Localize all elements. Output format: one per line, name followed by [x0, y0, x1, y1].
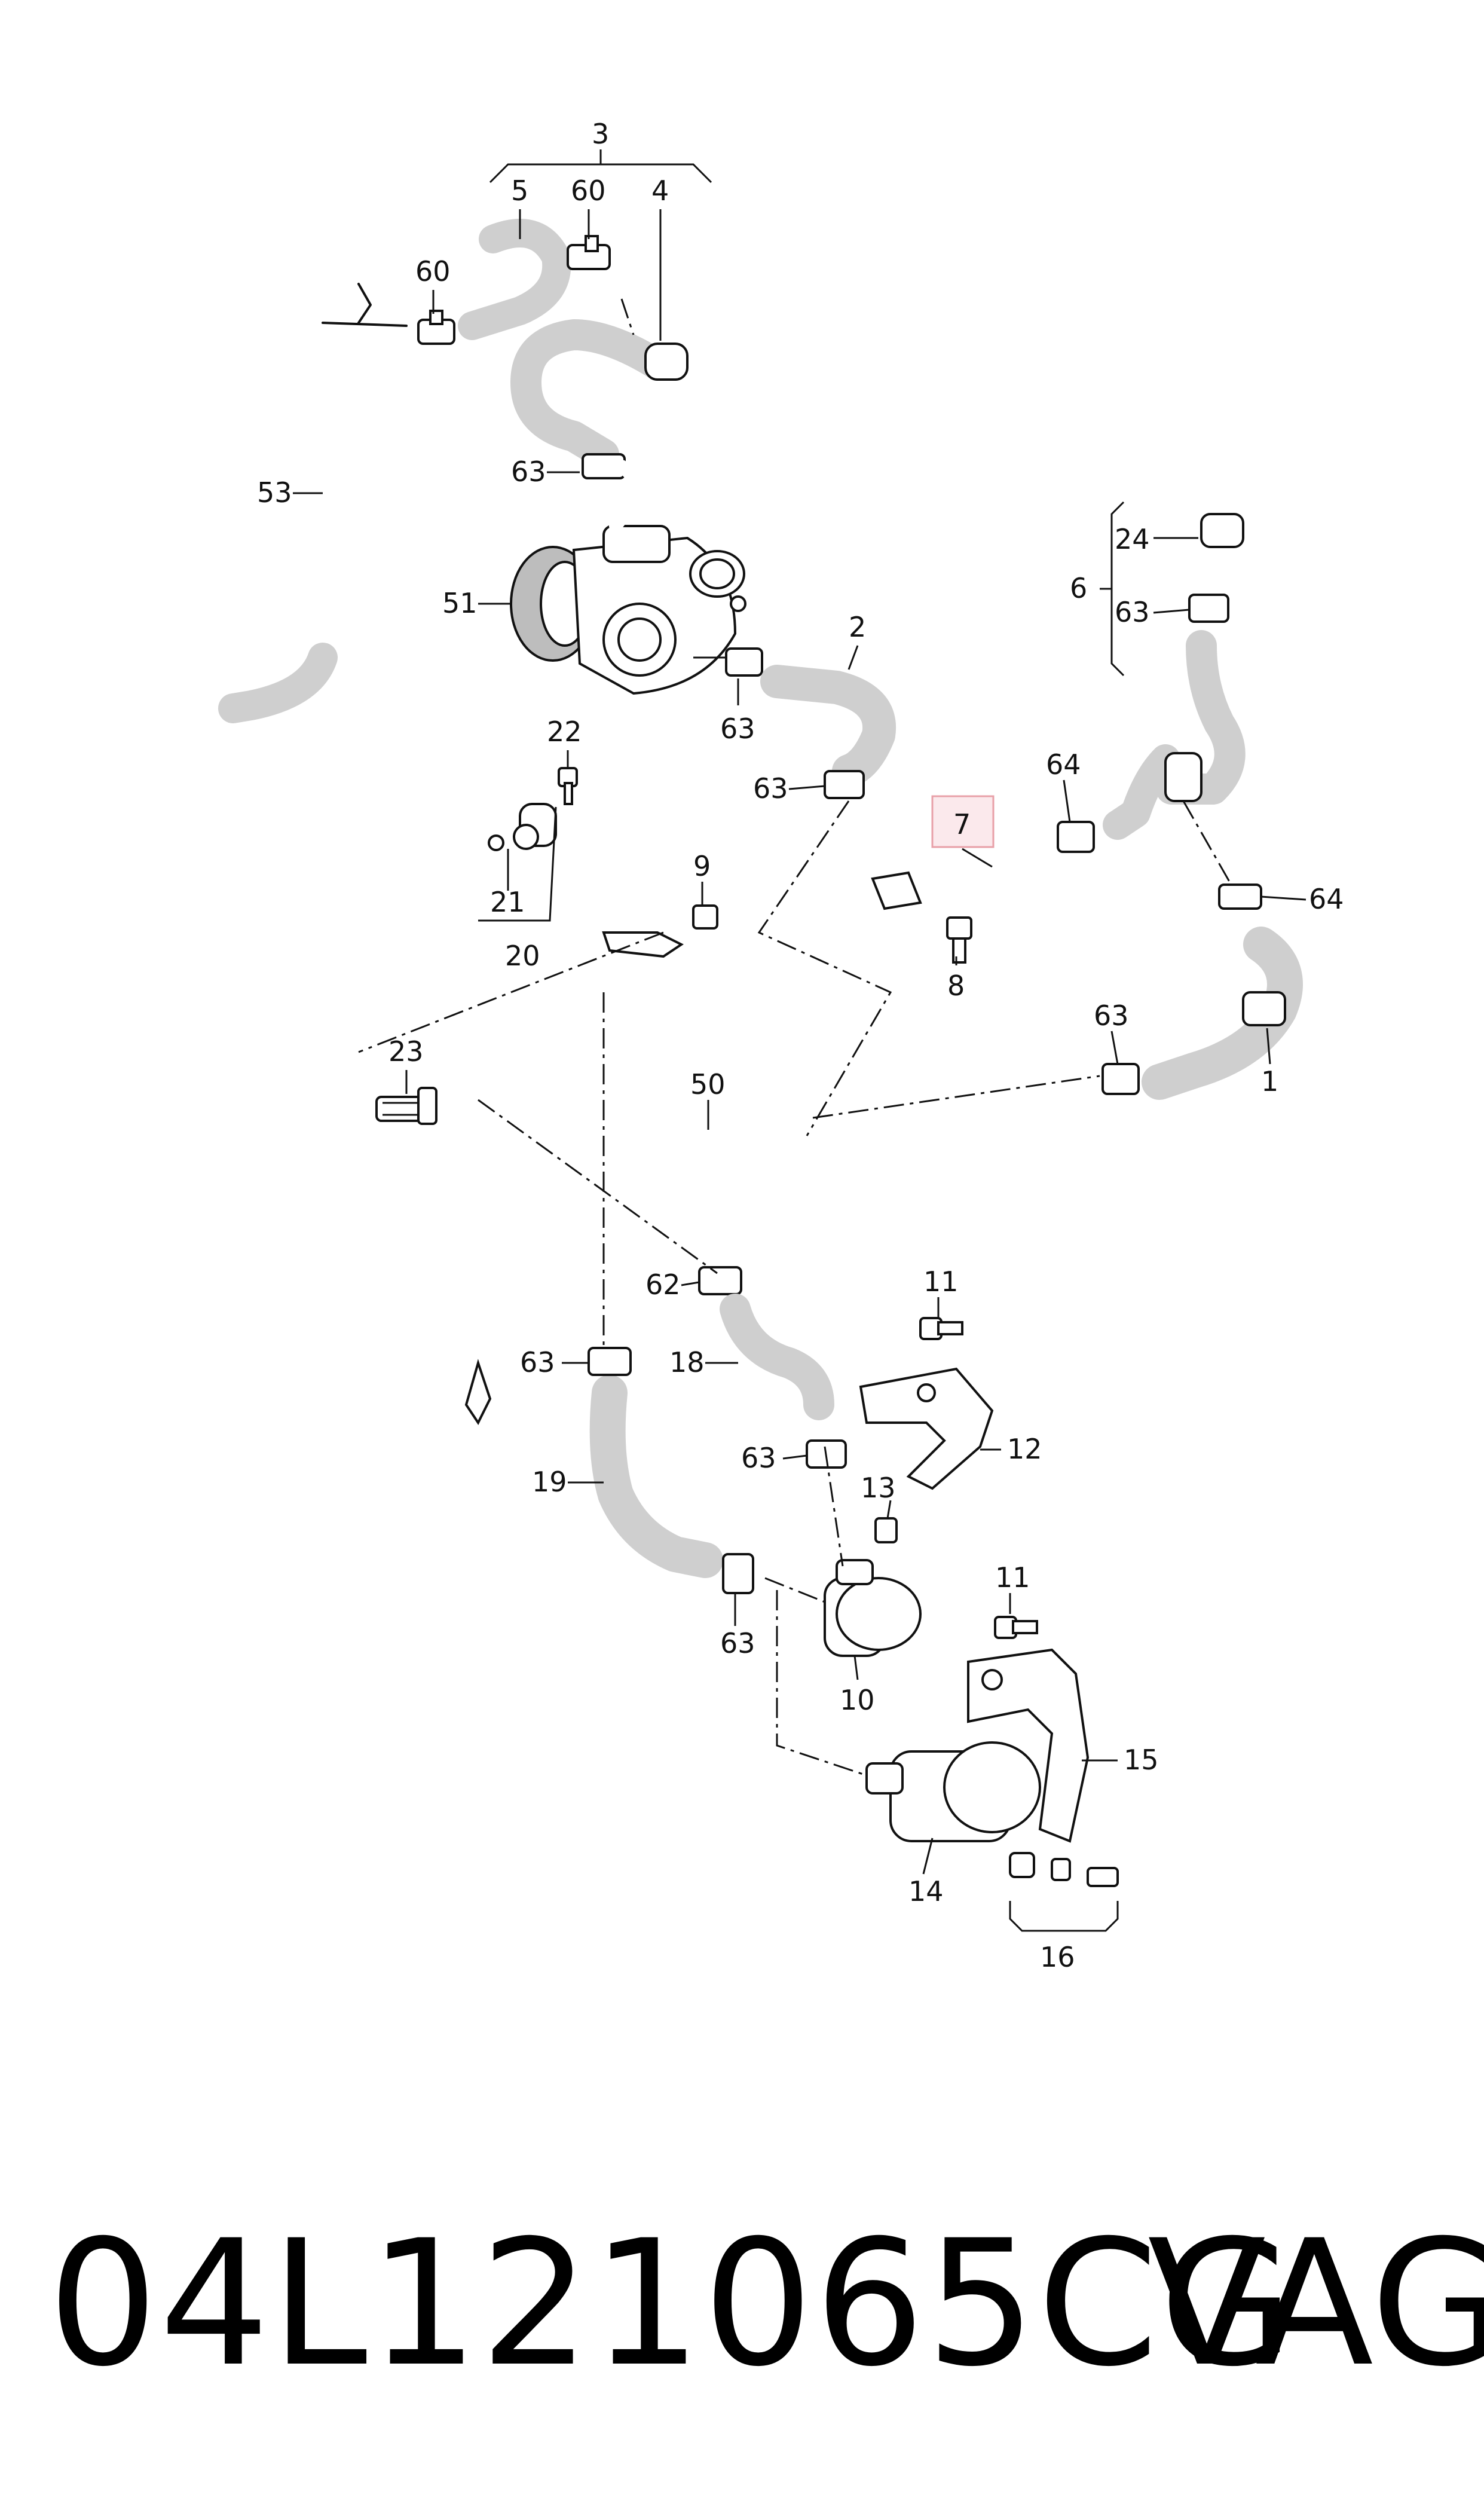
hose-4: [510, 319, 689, 470]
callout-63-f: 63: [741, 1442, 776, 1474]
brand-name: VAG: [1148, 2203, 1484, 2405]
hose-2: [760, 665, 896, 788]
pump-14: [865, 1741, 1041, 1842]
part-number: 04L121065CG: [48, 2203, 1295, 2405]
pipe-50: [411, 1128, 815, 1425]
callout-19: 19: [532, 1466, 567, 1498]
callout-13: 13: [861, 1472, 896, 1504]
clip-63-left-lower: [588, 1347, 632, 1376]
connector-lines: [358, 298, 1232, 1777]
clip-63-hose1: [1101, 1063, 1140, 1095]
fasteners-16: [1009, 1852, 1119, 1932]
pump-10: [824, 1559, 922, 1657]
bolt-11-upper: [919, 1317, 963, 1340]
clip-63-hose2: [824, 770, 865, 799]
callout-63-g-left: 63: [520, 1346, 555, 1378]
exploded-parts-diagram: 3 5 60 4 60 53 63 51 2 63 22 63 21 20 9 …: [218, 118, 1344, 1973]
callout-63-e: 63: [1094, 999, 1129, 1032]
leader-lines: [293, 209, 1306, 1875]
hose-18: [720, 1294, 834, 1420]
callout-23: 23: [388, 1035, 424, 1068]
callout-64-a: 64: [1046, 748, 1081, 781]
clip-13: [874, 1517, 898, 1543]
callout-3: 3: [592, 118, 609, 150]
hose-upper-right: [1103, 630, 1246, 840]
callout-11-b: 11: [995, 1561, 1030, 1594]
bolt-23: [375, 1087, 437, 1125]
pipe-7-main: [589, 751, 1042, 1001]
clip-64-upper: [1057, 821, 1095, 853]
callout-12: 12: [1007, 1433, 1042, 1465]
callout-6: 6: [1070, 572, 1087, 604]
clip-63-mid: [693, 647, 763, 677]
callout-63-c: 63: [753, 772, 788, 805]
callout-63-b: 63: [720, 713, 755, 745]
callout-14: 14: [908, 1875, 944, 1907]
callout-51: 51: [442, 587, 478, 619]
callout-20: 20: [505, 940, 540, 972]
callout-15: 15: [1124, 1744, 1159, 1776]
callout-labels: 3 5 60 4 60 53 63 51 2 63 22 63 21 20 9 …: [257, 118, 1344, 1973]
bracket-21-22: [488, 767, 578, 851]
callout-1: 1: [1261, 1065, 1278, 1097]
callout-64-b: 64: [1309, 883, 1344, 915]
callout-18: 18: [669, 1346, 705, 1378]
callout-16: 16: [1040, 1941, 1075, 1973]
thermostat-housing-51: [510, 460, 746, 695]
pipe-53: [218, 283, 408, 723]
caption: 04L121065CG VAG: [24, 2203, 1484, 2405]
callout-11-a: 11: [923, 1265, 959, 1298]
elbow-24: [1190, 513, 1244, 585]
callout-10: 10: [840, 1684, 875, 1716]
hose-19: [589, 1375, 723, 1578]
hose-1: [1142, 927, 1303, 1100]
callout-9: 9: [693, 850, 711, 882]
nut-9: [692, 904, 718, 930]
callout-7: 7: [953, 808, 971, 840]
callout-60-left: 60: [415, 255, 451, 288]
callout-24: 24: [1115, 523, 1150, 555]
group-3-bracket: [489, 149, 712, 184]
callout-50: 50: [690, 1068, 726, 1100]
callout-5: 5: [511, 175, 528, 207]
callout-21: 21: [490, 886, 525, 918]
clip-63-right: [1188, 594, 1229, 623]
bracket-15: [967, 1648, 1090, 1843]
clip-60-left: [417, 310, 455, 345]
clip-60-top: [567, 235, 611, 270]
bracket-12: [859, 1367, 994, 1490]
clip-64-lower: [1218, 883, 1262, 910]
group-6-bracket: [1100, 501, 1125, 677]
callout-4: 4: [651, 175, 669, 207]
callout-62: 62: [645, 1268, 681, 1301]
highlight-box-7: [931, 795, 995, 848]
callout-22: 22: [547, 716, 582, 748]
callout-63-d: 63: [1115, 596, 1150, 628]
callout-63-g: 63: [720, 1627, 755, 1659]
clip-62: [698, 1266, 742, 1295]
callout-63-a: 63: [511, 455, 546, 488]
hose-5: [458, 219, 571, 340]
bolt-11-lower: [994, 1616, 1038, 1639]
callout-53: 53: [257, 476, 292, 509]
bolt-8: [946, 916, 972, 964]
pipe-left-loop: [410, 717, 492, 1084]
callout-60-top: 60: [571, 175, 606, 207]
callout-8: 8: [947, 970, 965, 1002]
clip-63-hose19: [722, 1553, 754, 1594]
callout-2: 2: [849, 611, 866, 643]
